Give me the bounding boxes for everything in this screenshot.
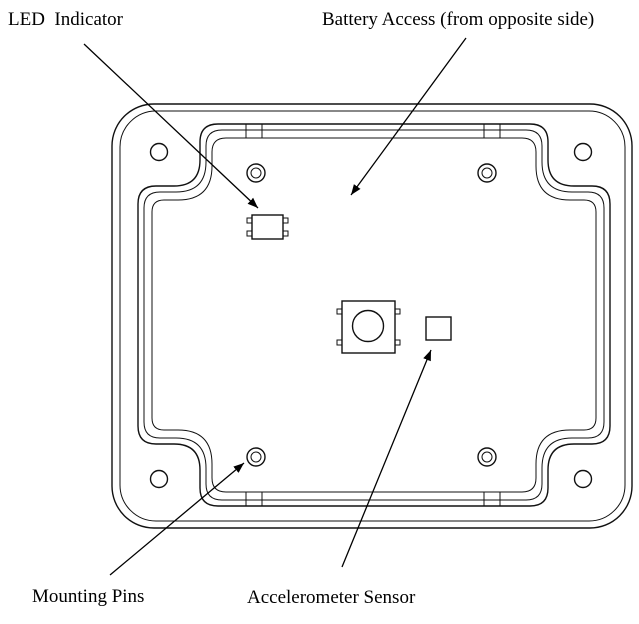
mounting-pin-bottom-left [246,447,266,467]
corner-hole-bottom-right [573,469,593,489]
accelerometer-chip-icon [425,316,452,341]
lid-outline-outer [137,123,611,507]
edge-ticks [245,124,501,506]
arrow-battery-access [350,37,467,196]
label-battery-access: Battery Access (from opposite side) [322,9,594,30]
push-button-icon [336,300,401,354]
mounting-pin-top-right [477,163,497,183]
enclosure-outer-inner-edge [119,110,626,522]
corner-hole-top-right [573,142,593,162]
arrow-led-indicator [83,43,259,209]
mounting-pins [246,163,497,467]
led-component-icon [246,214,289,240]
lid-outline-inner [151,137,597,493]
label-accelerometer-sensor: Accelerometer Sensor [247,587,416,608]
corner-hole-top-left [149,142,169,162]
mounting-pin-top-left [246,163,266,183]
enclosure-housing [111,103,633,529]
mounting-pin-bottom-right [477,447,497,467]
enclosure-outer-edge [111,103,633,529]
label-led-indicator: LED Indicator [8,9,124,30]
label-mounting-pins: Mounting Pins [32,586,144,607]
arrow-mounting-pins [109,462,245,576]
lid-outline-middle [143,129,605,501]
corner-hole-bottom-left [149,469,169,489]
arrow-accelerometer-sensor [341,349,432,568]
